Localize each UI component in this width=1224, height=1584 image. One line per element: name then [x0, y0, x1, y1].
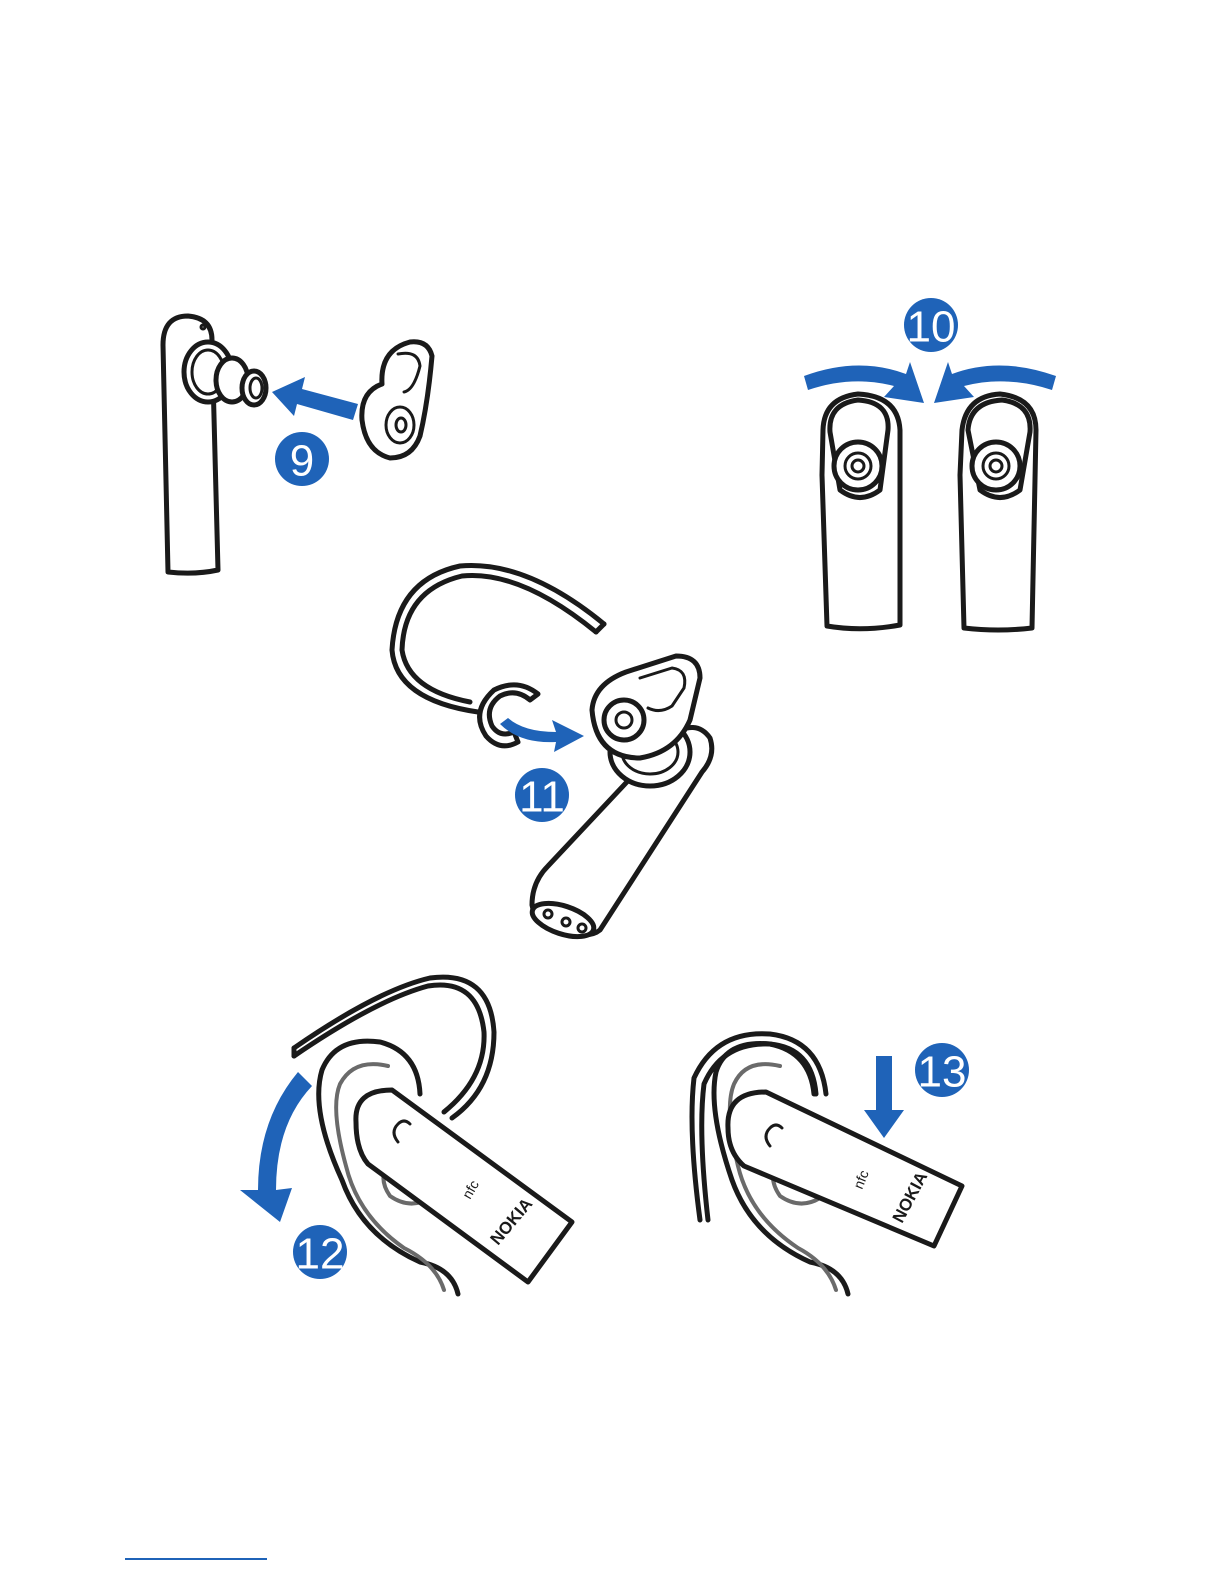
- step-11-illustration: 11: [392, 565, 712, 943]
- step-9-badge: 9: [275, 432, 329, 486]
- step-11-badge: 11: [515, 768, 569, 822]
- step-12-illustration: nfc NOKIA 12: [240, 977, 572, 1294]
- step-10-number: 10: [907, 303, 956, 352]
- step-10-badge: 10: [904, 298, 958, 352]
- step-11-number: 11: [519, 773, 565, 822]
- step-12-badge: 12: [293, 1225, 347, 1279]
- step-13-number: 13: [918, 1048, 967, 1097]
- step-13-badge: 13: [915, 1043, 969, 1097]
- step-9-number: 9: [290, 437, 314, 486]
- step-10-illustration: 10: [804, 298, 1056, 630]
- step-12-number: 12: [296, 1230, 345, 1279]
- footer-divider: [125, 1558, 267, 1560]
- step-13-illustration: nfc NOKIA 13: [692, 1034, 969, 1294]
- step-9-illustration: 9: [163, 316, 432, 573]
